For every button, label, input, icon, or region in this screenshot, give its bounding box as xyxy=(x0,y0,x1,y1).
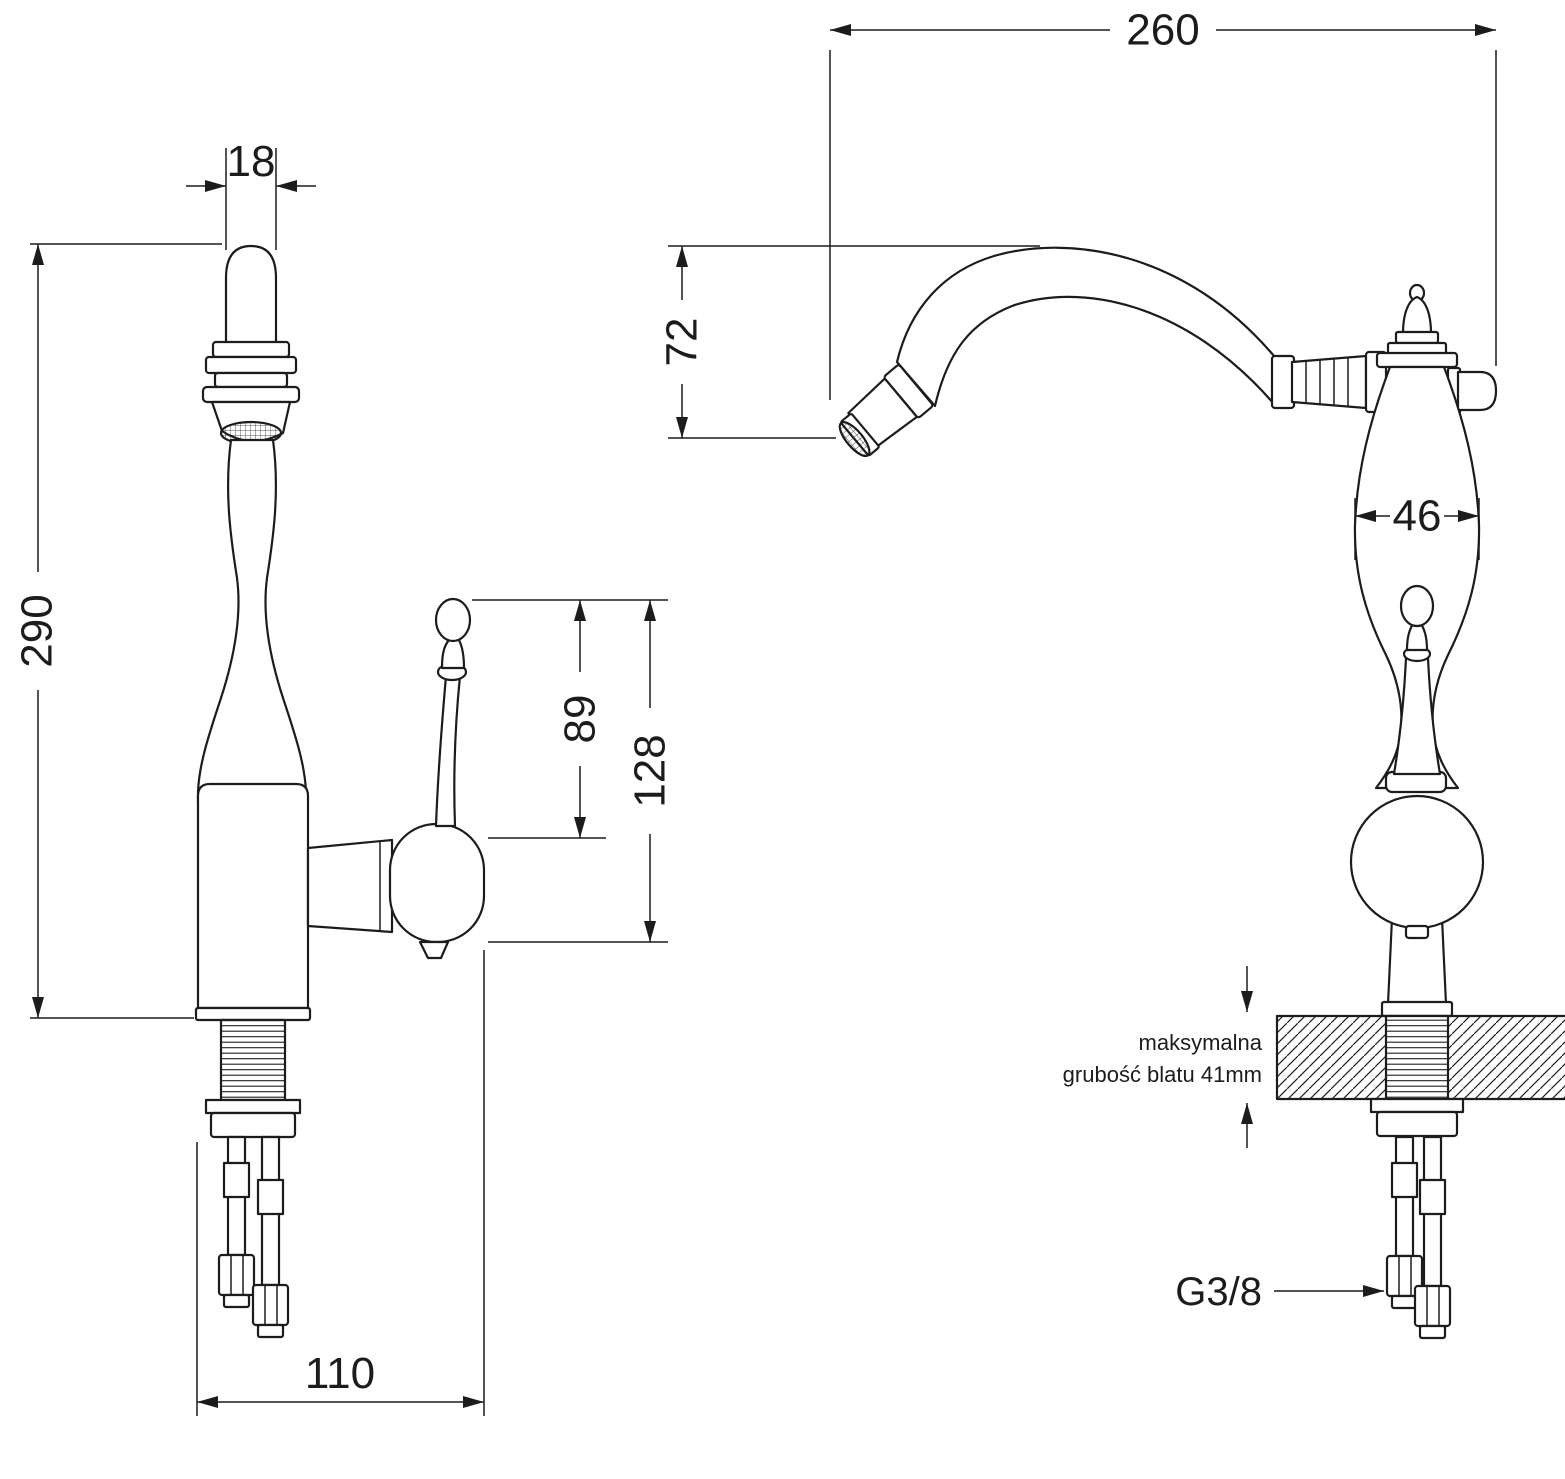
valve-body-front xyxy=(1349,794,1485,940)
dim-handle-height: 89 xyxy=(472,599,668,839)
dim-spout-reach: 260 xyxy=(829,6,1497,400)
dim-body-width: 46 xyxy=(1354,492,1480,560)
thread-size-label: G3/8 xyxy=(1175,1270,1384,1314)
neck-side xyxy=(196,438,308,804)
dim-total-height: 290 xyxy=(13,243,222,1019)
supply-hoses-front xyxy=(1385,1135,1452,1340)
mounting-shank-side xyxy=(204,1018,302,1139)
front-view xyxy=(838,246,1565,1340)
countertop-thickness-note: maksymalna grubość blatu 41mm xyxy=(1063,966,1263,1148)
side-view xyxy=(194,244,486,1339)
dim-handle-total-height: 128 xyxy=(488,600,675,943)
handle-side xyxy=(306,597,486,960)
spout-tube-side xyxy=(224,244,278,346)
aerator-front xyxy=(838,364,934,458)
label-countertop-note-line2: grubość blatu 41mm xyxy=(1063,1062,1262,1087)
label-handle-height: 89 xyxy=(556,695,605,744)
dim-spout-width: 18 xyxy=(186,137,316,250)
supply-hoses-side xyxy=(217,1135,290,1339)
label-total-height: 290 xyxy=(13,594,62,667)
finial-front xyxy=(1375,283,1459,369)
label-base-depth: 110 xyxy=(305,1349,375,1398)
handle-front xyxy=(1384,584,1448,794)
side-view-dimensions: 18 290 89 128 110 xyxy=(13,137,675,1416)
spout-sleeve-front xyxy=(1270,350,1388,414)
label-handle-total-height: 128 xyxy=(626,734,675,807)
spout-front xyxy=(895,246,1276,408)
dim-base-depth: 110 xyxy=(196,950,485,1416)
label-countertop-note-line1: maksymalna xyxy=(1139,1030,1263,1055)
label-spout-drop: 72 xyxy=(658,318,707,367)
label-connection-thread: G3/8 xyxy=(1175,1270,1262,1314)
mounting-shank-front xyxy=(1369,1014,1465,1138)
front-view-dimensions: 260 72 46 maksymalna grubość blatu 41mm … xyxy=(658,6,1497,1314)
aerator-side xyxy=(210,400,292,446)
spout-collar-side xyxy=(201,340,301,404)
dim-spout-drop: 72 xyxy=(658,245,1040,439)
label-spout-width: 18 xyxy=(227,137,276,186)
body-side xyxy=(194,782,312,1022)
label-body-width: 46 xyxy=(1393,492,1442,541)
label-spout-reach: 260 xyxy=(1126,6,1199,55)
